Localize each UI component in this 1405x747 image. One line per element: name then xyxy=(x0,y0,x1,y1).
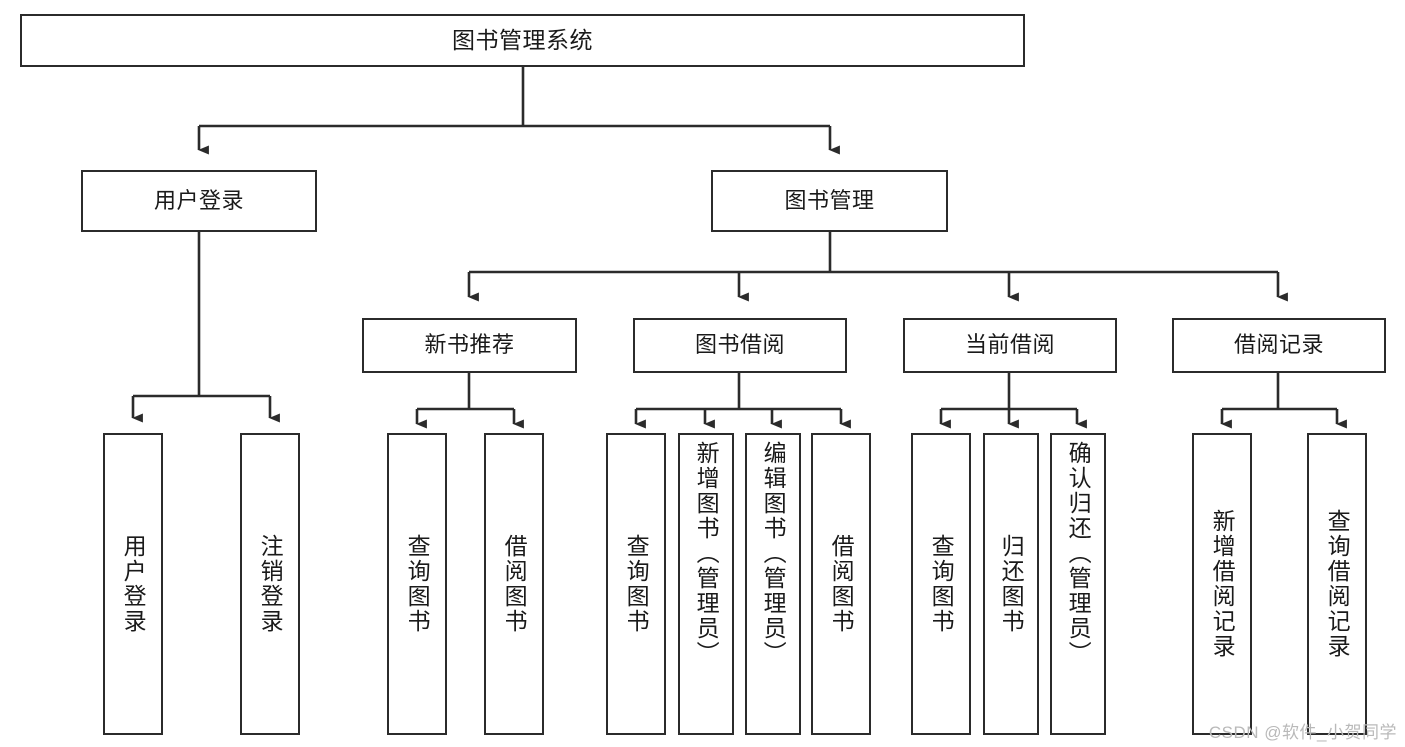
node-leaf-query-book-current[interactable]: 查询图书 xyxy=(911,433,971,735)
node-label: 图书管理系统 xyxy=(452,27,593,54)
node-label: 用户登录 xyxy=(153,187,244,213)
node-leaf-query-book-recommend[interactable]: 查询图书 xyxy=(387,433,447,735)
csdn-watermark: CSDN @软件_小贺同学 xyxy=(1208,723,1397,742)
node-label: 新增图书（管理员） xyxy=(693,441,720,666)
node-leaf-add-borrow-record[interactable]: 新增借阅记录 xyxy=(1192,433,1252,735)
node-borrow-record[interactable]: 借阅记录 xyxy=(1172,318,1386,373)
node-label: 注销登录 xyxy=(257,534,284,634)
node-label: 查询借阅记录 xyxy=(1324,509,1351,659)
node-leaf-add-book-admin[interactable]: 新增图书（管理员） xyxy=(678,433,734,735)
node-leaf-query-borrow-record[interactable]: 查询借阅记录 xyxy=(1307,433,1367,735)
node-user-login[interactable]: 用户登录 xyxy=(81,170,317,232)
node-book-management[interactable]: 图书管理 xyxy=(711,170,948,232)
node-new-book-recommend[interactable]: 新书推荐 xyxy=(362,318,577,373)
node-leaf-query-book-borrow[interactable]: 查询图书 xyxy=(606,433,666,735)
node-label: 用户登录 xyxy=(120,534,147,634)
node-leaf-logout-login[interactable]: 注销登录 xyxy=(240,433,300,735)
node-leaf-user-login[interactable]: 用户登录 xyxy=(103,433,163,735)
node-label: 当前借阅 xyxy=(964,332,1055,358)
node-book-borrow[interactable]: 图书借阅 xyxy=(633,318,847,373)
node-root-book-management-system[interactable]: 图书管理系统 xyxy=(20,14,1025,67)
node-label: 借阅图书 xyxy=(501,534,528,634)
node-label: 新书推荐 xyxy=(424,332,515,358)
node-label: 新增借阅记录 xyxy=(1209,509,1236,659)
node-label: 查询图书 xyxy=(928,534,955,634)
node-label: 编辑图书（管理员） xyxy=(760,441,787,666)
node-leaf-return-book[interactable]: 归还图书 xyxy=(983,433,1039,735)
node-leaf-edit-book-admin[interactable]: 编辑图书（管理员） xyxy=(745,433,801,735)
node-label: 图书管理 xyxy=(784,187,875,213)
node-label: 查询图书 xyxy=(623,534,650,634)
node-label: 查询图书 xyxy=(404,534,431,634)
node-label: 归还图书 xyxy=(998,534,1025,634)
node-label: 借阅图书 xyxy=(828,534,855,634)
node-label: 图书借阅 xyxy=(694,332,785,358)
node-label: 确认归还（管理员） xyxy=(1065,441,1092,666)
node-leaf-confirm-return-admin[interactable]: 确认归还（管理员） xyxy=(1050,433,1106,735)
node-label: 借阅记录 xyxy=(1233,332,1324,358)
node-leaf-borrow-book-borrow[interactable]: 借阅图书 xyxy=(811,433,871,735)
node-current-borrow[interactable]: 当前借阅 xyxy=(903,318,1117,373)
node-leaf-borrow-book-recommend[interactable]: 借阅图书 xyxy=(484,433,544,735)
